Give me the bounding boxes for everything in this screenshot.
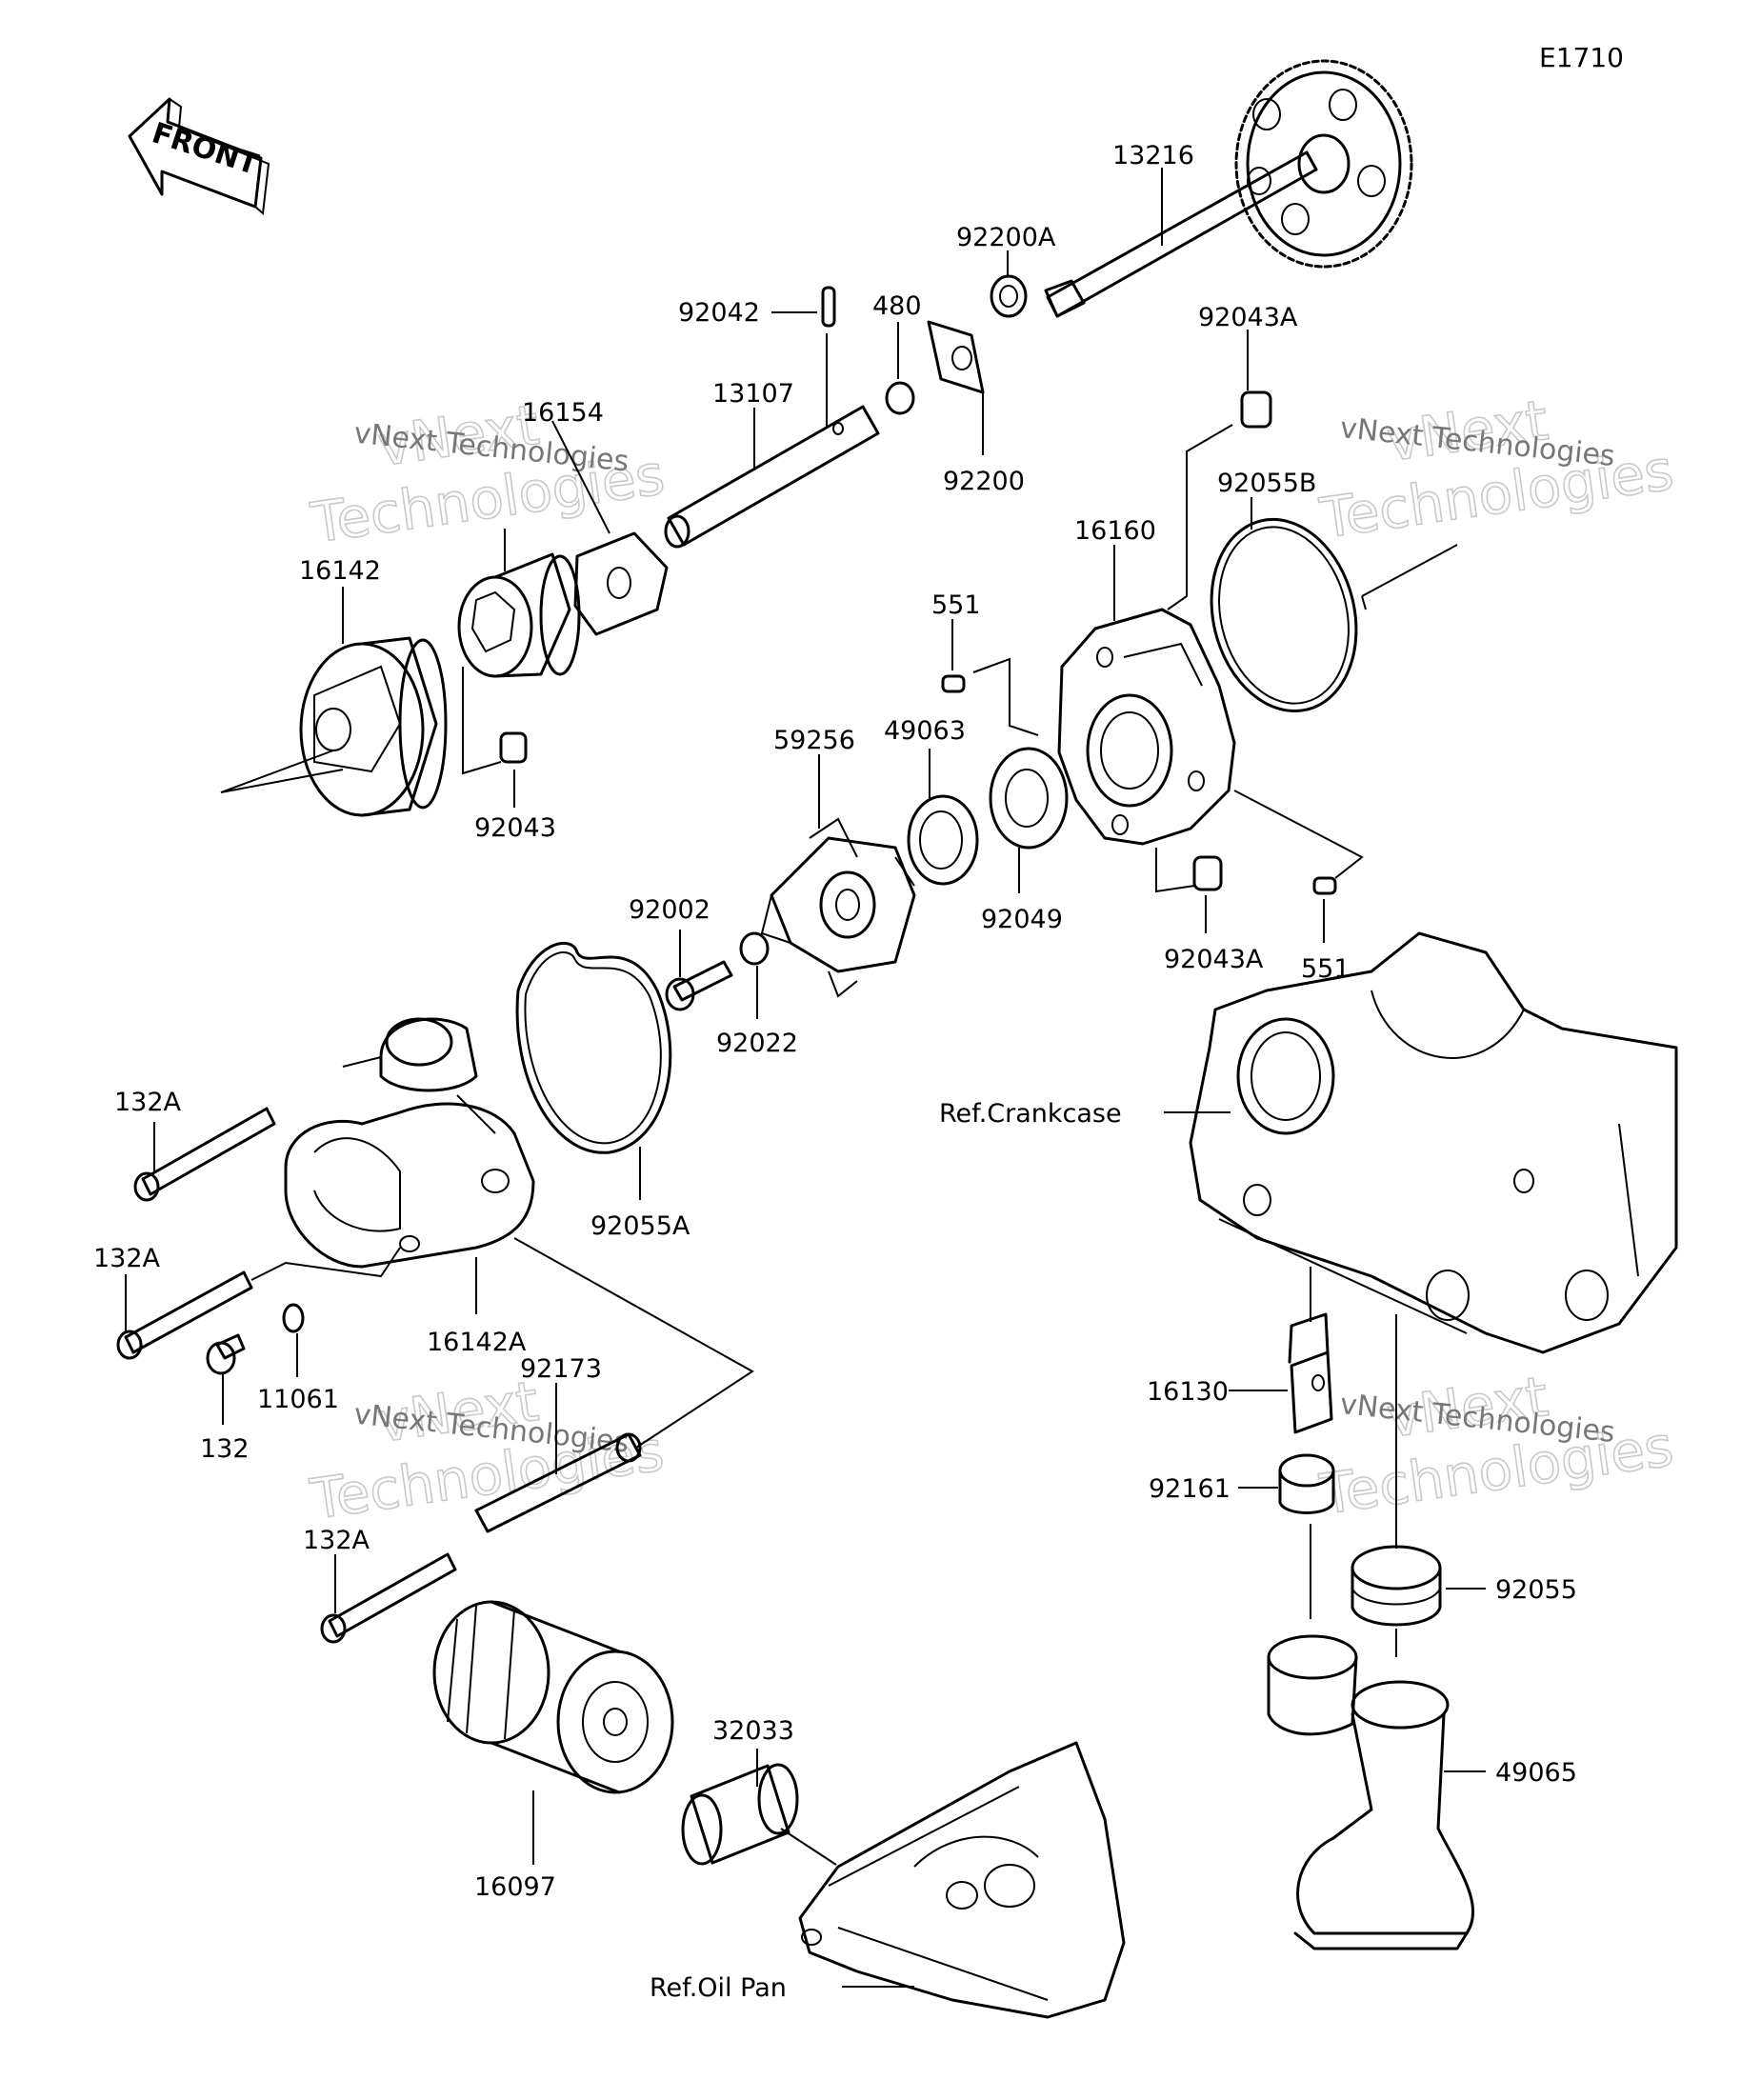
part-label-92049: 92049 [981,905,1063,934]
part-13107-shaft [664,405,880,549]
part-551-dowel-bottom [1312,876,1337,895]
part-92022-washer [739,931,770,966]
part-132A-bolt-1 [133,1107,276,1202]
part-92042-pin [821,286,836,328]
ref-oil-pan [798,1741,1126,2019]
part-49063-seal [907,794,979,886]
leader-line [250,1247,401,1281]
part-49065-strainer [1267,1634,1475,1950]
part-label-92042: 92042 [678,298,760,328]
ref-crankcase [1189,931,1678,1354]
part-92055-ring [1351,1545,1442,1627]
ref-label-oil-pan: Ref.Oil Pan [650,1973,787,2003]
leader-line [462,667,502,775]
part-label-49065: 49065 [1495,1758,1577,1788]
part-11061-gasket [282,1303,305,1333]
part-label-92055A: 92055A [590,1211,690,1241]
part-label-132A-1: 132A [114,1088,182,1117]
watermark: vNext Technologies vNext Technologies [1315,1363,1678,1528]
part-480-circlip [885,381,915,415]
part-label-92022: 92022 [716,1029,798,1058]
part-label-132A-3: 132A [303,1526,370,1555]
part-label-59256: 59256 [773,726,855,755]
part-label-16130: 16130 [1147,1377,1229,1407]
part-label-132A-2: 132A [93,1244,161,1273]
part-92043-dowel [499,731,528,764]
part-92200-plate [927,320,985,394]
leader-line [1167,330,1249,610]
watermark: vNext Technologies vNext Technologies [306,391,669,556]
part-label-92173: 92173 [520,1354,602,1384]
part-32033-pipe [681,1763,799,1866]
leader-line [1361,544,1458,610]
part-92043A-dowel-bottom [1192,855,1223,891]
part-13216-gear-shaft [1044,59,1413,318]
part-label-480: 480 [872,291,922,321]
diagram-code: E1710 [1539,42,1624,73]
part-label-92043: 92043 [474,813,556,843]
part-92002-bolt [665,960,733,1011]
part-16160-housing-plate [1057,608,1236,846]
leader-line [780,1828,837,1866]
part-92055A-o-ring [515,942,672,1154]
part-label-16142: 16142 [299,556,381,586]
watermark: vNext Technologies vNext Technologies [306,1368,669,1532]
part-16097-oil-filter [432,1600,674,1794]
watermark: vNext Technologies vNext Technologies [1315,387,1678,551]
part-label-551-top: 551 [931,590,981,620]
part-92043A-dowel-top [1240,390,1272,429]
part-outer-rotor [457,552,581,678]
part-label-11061: 11061 [257,1385,339,1414]
part-92049-bearing [989,747,1069,850]
part-132A-bolt-3 [320,1552,457,1644]
part-label-92161: 92161 [1149,1474,1231,1504]
part-label-49063: 49063 [884,716,966,746]
part-16130-fitting [1288,1312,1333,1434]
part-label-92055: 92055 [1495,1575,1577,1605]
leader-line [551,420,610,534]
part-label-92043A-bottom: 92043A [1164,945,1264,974]
part-label-16142A: 16142A [427,1328,527,1357]
part-132-bolt [206,1341,236,1375]
part-92173-clamp [474,1432,642,1533]
part-label-32033: 32033 [712,1716,794,1746]
part-16154-inner-rotor [573,531,669,636]
part-label-16160: 16160 [1074,516,1156,546]
part-label-13216: 13216 [1112,141,1194,170]
part-label-16154: 16154 [522,398,604,428]
leader-line [1233,790,1364,943]
part-59256-impeller [760,817,916,998]
leader-line [513,1237,754,1449]
part-label-92043A-top: 92043A [1198,303,1298,332]
part-label-92200A: 92200A [956,223,1056,252]
part-551-dowel-top [941,674,966,693]
part-92161-collar [1278,1453,1335,1514]
part-92055B-o-ring [1210,517,1358,713]
part-label-16097: 16097 [474,1872,556,1902]
part-16142A-pump-housing [284,1017,535,1269]
front-arrow-icon: FRONT [128,97,270,216]
part-label-92055B: 92055B [1217,469,1316,498]
part-92200A-washer [990,274,1028,318]
part-label-132: 132 [200,1434,250,1464]
leader-line [1155,848,1207,933]
leader-line [220,750,344,793]
part-132A-bolt-2 [116,1270,253,1360]
ref-label-crankcase: Ref.Crankcase [939,1099,1122,1129]
part-16142-pump-cover [299,636,448,817]
leader-line [972,657,1039,736]
part-label-13107: 13107 [712,379,794,409]
part-label-92002: 92002 [629,895,710,925]
part-label-92200: 92200 [943,467,1025,496]
